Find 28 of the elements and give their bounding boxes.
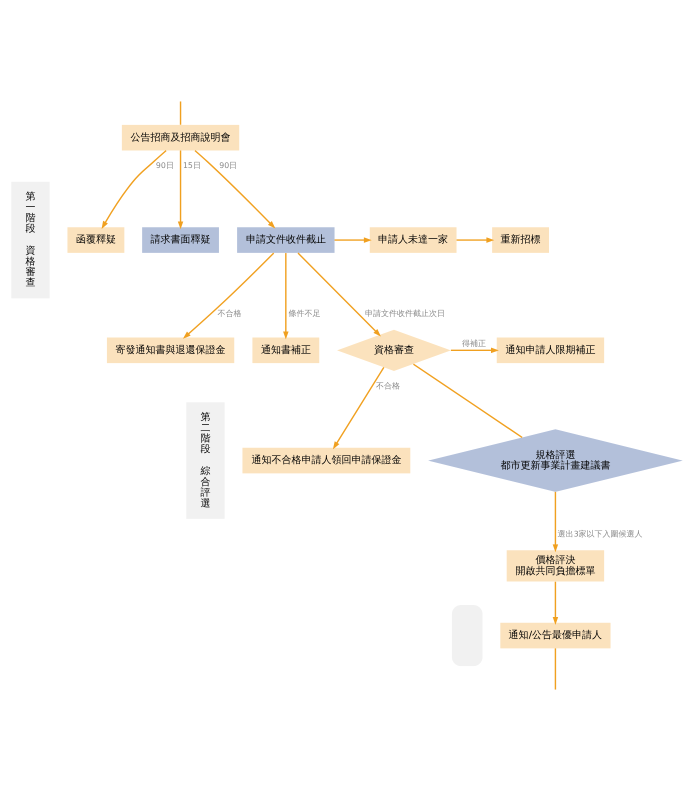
node-box: 申請文件收件截止 xyxy=(237,227,335,253)
node-box: 函覆釋疑 xyxy=(67,227,124,253)
node-box: 公告招商及招商說明會 xyxy=(122,124,240,150)
node-box: 重新招標 xyxy=(492,227,550,253)
node-box: 申請人未達一家 xyxy=(370,227,457,253)
connector xyxy=(554,648,556,690)
arrow xyxy=(298,252,381,336)
connector xyxy=(413,364,523,438)
node-box: 價格評決 開啟共同負擔標單 xyxy=(506,550,604,582)
arrow xyxy=(552,492,558,552)
arrow xyxy=(552,582,558,625)
node-box: 通知申請人限期補正 xyxy=(496,338,604,364)
connector xyxy=(180,101,182,125)
node-box: 通知書補正 xyxy=(252,338,320,364)
arrow xyxy=(178,150,184,230)
node-box: 通知/公告最優申請人 xyxy=(500,622,611,648)
node-box: 請求書面釋疑 xyxy=(142,227,219,253)
arrow xyxy=(102,150,167,229)
node-box: 寄發通知書與退還保證金 xyxy=(106,338,234,364)
node-box: 通知不合格申請人領回申請保證金 xyxy=(242,448,410,474)
arrow xyxy=(283,253,289,340)
arrow xyxy=(450,348,499,354)
arrow xyxy=(194,150,276,229)
arrow xyxy=(182,252,274,339)
node-diamond: 規格評選 都市更新事業計畫建議書 xyxy=(428,429,683,492)
arrow xyxy=(456,237,494,243)
arrow xyxy=(334,237,372,243)
arrow xyxy=(332,366,384,450)
